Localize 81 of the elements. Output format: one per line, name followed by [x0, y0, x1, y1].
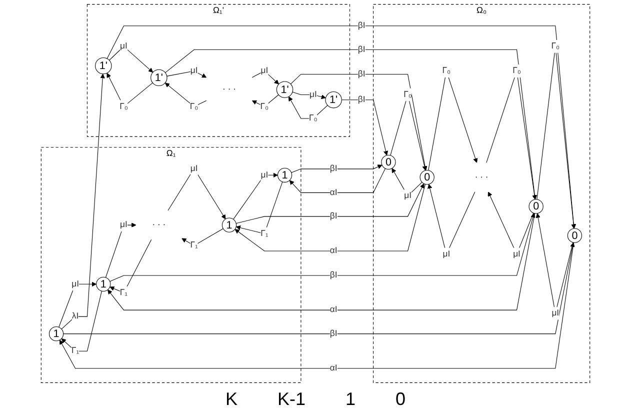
- arrow: [106, 26, 576, 229]
- arrow: [164, 82, 207, 107]
- node-circle: [325, 92, 342, 108]
- edge-label: μI: [442, 249, 450, 259]
- edge-label: μI: [190, 66, 198, 76]
- arrow: [63, 242, 575, 334]
- arrow: [236, 182, 283, 234]
- arrow: [341, 100, 388, 156]
- edge-label: αI: [330, 246, 338, 256]
- node-circle: [150, 69, 168, 86]
- node-circle: [567, 228, 582, 243]
- edge-label: Γ₁: [71, 346, 80, 356]
- edge-label: μI: [190, 164, 198, 173]
- node-text: · · ·: [474, 172, 488, 182]
- edge-label: βI: [358, 21, 366, 30]
- arrow: [252, 94, 279, 107]
- arrow: [61, 74, 105, 330]
- node-circle: [96, 276, 111, 292]
- edge-label: Γ₀: [512, 66, 521, 76]
- cluster: [86, 4, 350, 137]
- edge-label: Γ₁: [190, 240, 198, 250]
- edge-label: αI: [330, 305, 338, 314]
- edge-label: Γ₀: [404, 90, 412, 100]
- arrow: [110, 239, 152, 294]
- node-circle: [277, 168, 292, 182]
- node-text: · · ·: [222, 84, 236, 94]
- arrow: [105, 222, 136, 278]
- column-label: 1: [346, 389, 356, 410]
- edge-label: λI: [72, 312, 79, 321]
- arrow: [59, 242, 574, 369]
- edge-label: μI: [513, 249, 520, 259]
- arrow: [288, 96, 328, 119]
- edge-label: Γ₀: [309, 114, 318, 123]
- edge-label: βI: [358, 44, 366, 54]
- arrow: [61, 290, 102, 352]
- cluster: [373, 4, 590, 383]
- arrow: [291, 164, 382, 173]
- arrow: [252, 70, 280, 84]
- edge-label: μI: [260, 170, 268, 180]
- edge-label: βI: [330, 270, 338, 280]
- edge-label: βI: [330, 164, 338, 174]
- arrow: [108, 213, 536, 310]
- edge-label: μI: [72, 279, 79, 288]
- edge-label: μI: [260, 66, 268, 76]
- node-circle: [420, 170, 434, 185]
- edge-label: Γ₀: [190, 102, 198, 111]
- column-label: K-1: [277, 389, 306, 410]
- node-circle: [381, 154, 396, 170]
- state-diagram: Ω₁' Ω₀ Ω₁ βI μI βI Γ₀ μI μI βI Γ₀ Γ₀ μI Γ₀ βI Γ₀ Γ₀ Γ₀ Γ₀ μI βI μI αI μI βI μI Γ₁ Γ₁ αI μI μI βI μI Γ₁ αI λI μI βI Γ₁ αI 1 1 · · · 1 1 0 0 · · · 0 0 1' 1' · · · 1' 1': [0, 0, 631, 387]
- node-circle: [276, 81, 294, 98]
- arrow: [236, 183, 424, 224]
- arrow: [234, 184, 426, 252]
- edge-label: αI: [330, 364, 338, 373]
- edge-label: μI: [404, 191, 412, 200]
- cluster: [40, 147, 302, 383]
- edge-label: μI: [552, 308, 560, 318]
- column-label: 0: [396, 389, 406, 410]
- arrow: [58, 282, 97, 328]
- edge-label: μI: [120, 220, 128, 230]
- arrow: [182, 228, 224, 246]
- edge-label: Γ₁: [260, 228, 268, 238]
- edge-label: Γ₀: [120, 102, 128, 111]
- edge-label: Γ₁: [120, 288, 128, 298]
- edge-label: αI: [330, 188, 338, 197]
- edge-label: Γ₀: [442, 66, 451, 76]
- edge-label: βI: [330, 212, 338, 221]
- arrow: [289, 168, 386, 193]
- column-label: K: [225, 389, 238, 410]
- node-circle: [222, 218, 237, 232]
- edge-label: βI: [358, 69, 366, 79]
- edge-label: μI: [310, 90, 317, 100]
- edge-label: μI: [120, 42, 128, 51]
- node-circle: [528, 199, 544, 214]
- node-circle: [95, 57, 112, 74]
- arrow: [110, 213, 536, 282]
- edge-label: Γ₀: [551, 42, 560, 51]
- node-circle: [48, 326, 64, 342]
- edge-label: Γ₀: [260, 102, 269, 111]
- node-text: · · ·: [152, 220, 166, 230]
- edge-label: βI: [330, 328, 338, 338]
- edge-label: βI: [358, 95, 366, 104]
